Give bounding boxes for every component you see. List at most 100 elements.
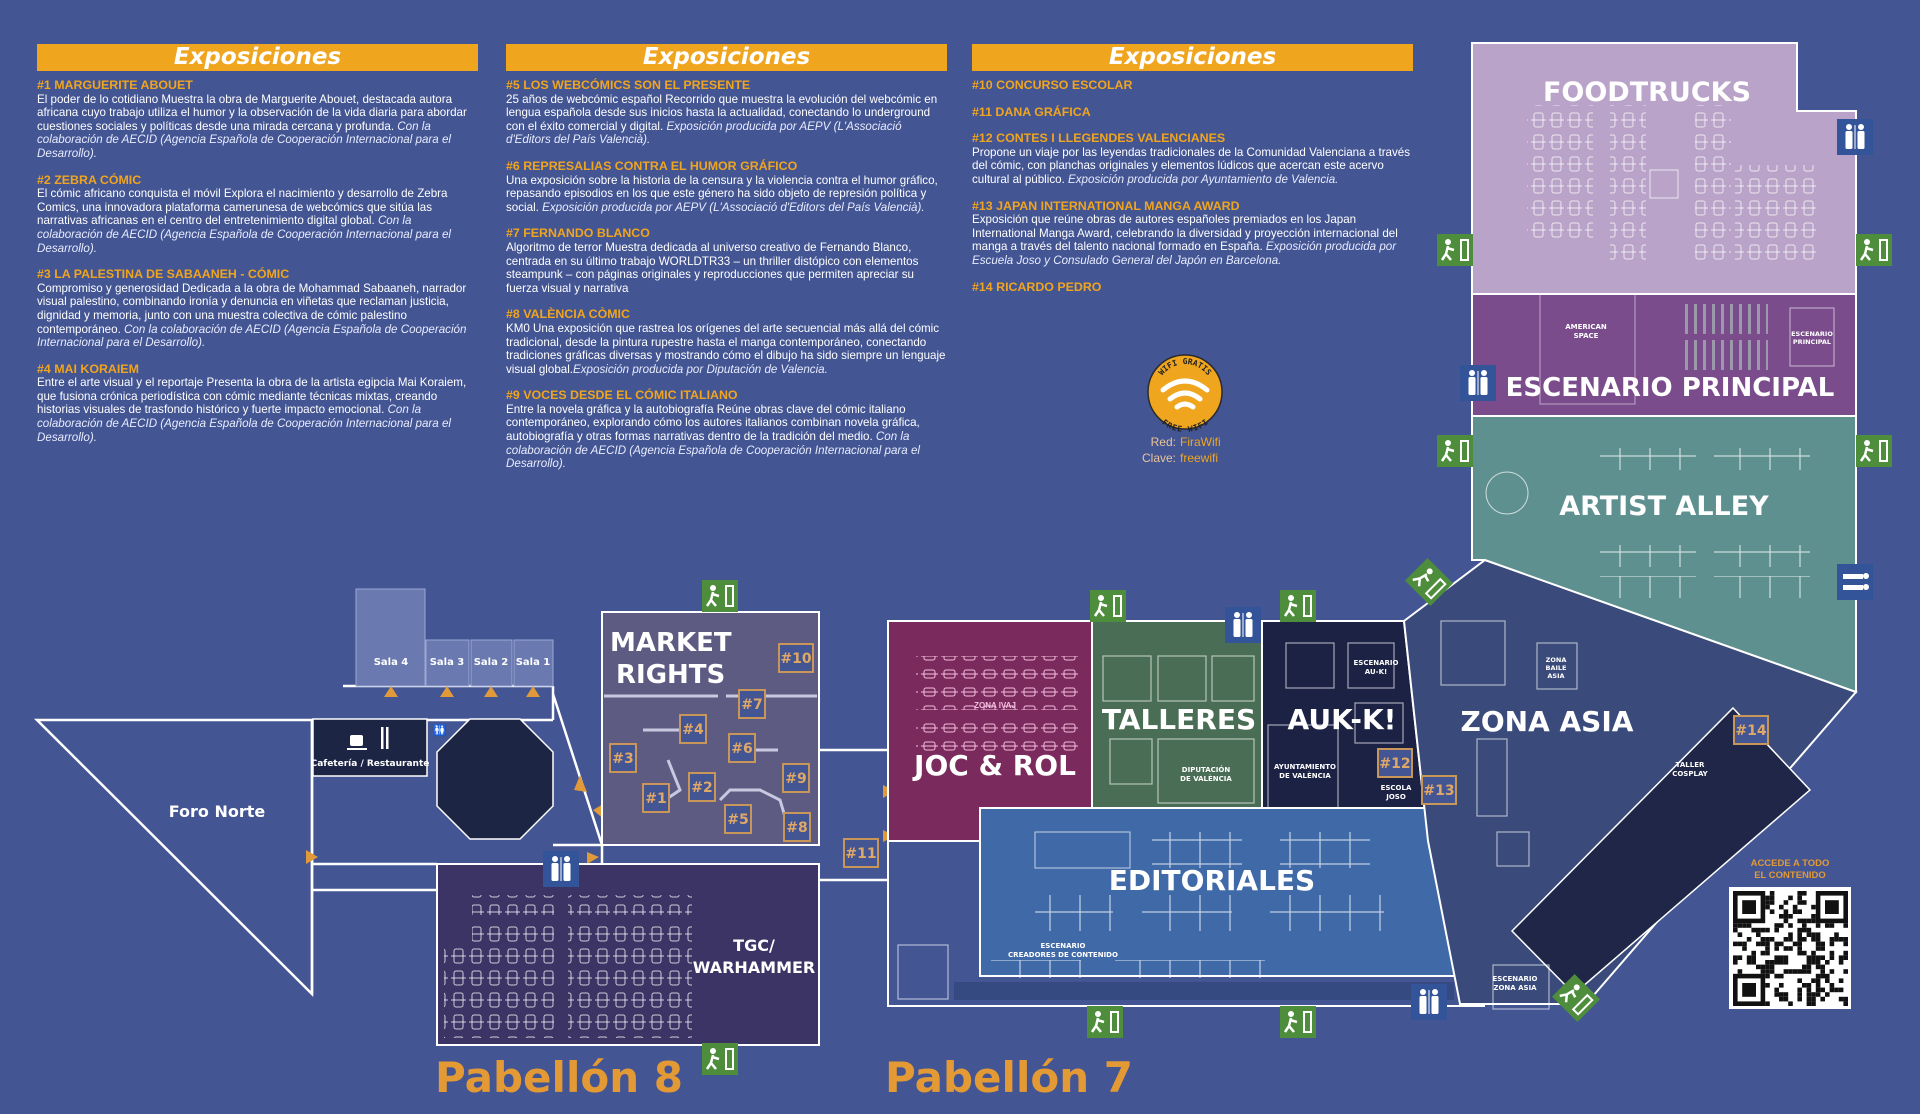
talleres-label: TALLERES	[1102, 703, 1256, 736]
exhibition-marker[interactable]: #8	[783, 812, 811, 842]
emergency-exit-icon	[1280, 590, 1316, 622]
exhibition-marker[interactable]: #10	[778, 643, 814, 673]
wifi-network-label: Red:	[1151, 435, 1176, 449]
emergency-exit-icon	[702, 1043, 738, 1075]
exhibition-description: Una exposición sobre la historia de la c…	[506, 173, 938, 214]
exhibition-marker[interactable]: #3	[609, 743, 637, 773]
exhibition-markers: #1 #2 #3 #4 #5 #6 #7 #8 #9 #10 #11 #12 #13 #14	[609, 643, 1769, 868]
ayuntamiento-label: AYUNTAMIENTO	[1274, 763, 1336, 771]
exhibition-title: #6 REPRESALIAS CONTRA EL HUMOR GRÁFICO	[506, 158, 798, 173]
exhibition-title: #8 VALÈNCIA CÒMIC	[506, 307, 630, 322]
column-heading: Exposiciones	[972, 44, 1413, 71]
tgc-label: TGC/	[733, 936, 775, 955]
restroom-icon	[1460, 365, 1496, 401]
exhibition-credit: Exposición producida por AEPV (L'Associa…	[542, 200, 925, 214]
emergency-exit-icon	[1437, 435, 1473, 467]
escenario-principal-small-label: ESCENARIO	[1791, 330, 1833, 338]
escenario-principal-area[interactable]	[1471, 293, 1857, 417]
restroom-icon	[1411, 984, 1447, 1020]
escenario-creadores-label: ESCENARIO	[1041, 942, 1086, 950]
exhibition-marker[interactable]: #4	[679, 714, 707, 744]
marker-label: #11	[845, 846, 876, 862]
marker-label: #4	[682, 722, 704, 738]
exhibition-description: El cómic africano conquista el móvil Exp…	[37, 187, 448, 228]
talleres-area[interactable]	[1091, 620, 1263, 842]
exhibition-description: El poder de lo cotidiano Muestra la obra…	[37, 92, 467, 133]
exhibition-marker[interactable]: #13	[1421, 775, 1457, 805]
sala-1[interactable]	[513, 639, 554, 687]
sala-3[interactable]	[425, 639, 470, 687]
wifi-password: freewifi	[1180, 451, 1218, 465]
market-rights-label: MARKET	[610, 628, 732, 658]
pavilion-7: ZONA IVAJ JOC & ROL TALLERES DIPUTACIÓN …	[819, 620, 1485, 1102]
exhibition-title: #3 LA PALESTINA DE SABAANEH - CÓMIC	[37, 267, 290, 282]
diputacion-label: DIPUTACIÓN	[1182, 765, 1231, 774]
exhibition-marker[interactable]: #9	[782, 763, 810, 793]
exhibition-description: 25 años de webcómic español Recorrido qu…	[506, 92, 938, 133]
exhibition-description: Algoritmo de terror Muestra dedicada al …	[506, 240, 919, 295]
exhibition-marker[interactable]: #14	[1733, 715, 1769, 745]
wifi-icon	[1160, 378, 1210, 410]
exhibition-title: #13 JAPAN INTERNATIONAL MANGA AWARD	[972, 198, 1240, 213]
pavilion-8-label: Pabellón 8	[435, 1053, 683, 1102]
foro-norte-area[interactable]	[33, 718, 314, 998]
taller-cosplay-label: TALLER	[1676, 761, 1705, 769]
exhibition-marker[interactable]: #1	[642, 783, 670, 813]
marker-label: #7	[741, 697, 762, 713]
sala-label: Sala 4	[374, 657, 409, 668]
exhibition-title: #10 CONCURSO ESCOLAR	[972, 78, 1133, 92]
emergency-exit-icon	[1856, 234, 1892, 266]
cafeteria[interactable]	[312, 718, 428, 777]
american-space-label: AMERICAN	[1565, 323, 1607, 331]
exhibition-item: #11 DANA GRÁFICA	[972, 105, 1413, 120]
american-space[interactable]	[1539, 278, 1636, 405]
escola-joso-label: ESCOLA	[1381, 784, 1412, 792]
service-icons	[543, 119, 1892, 1075]
escenario-principal-small-label: PRINCIPAL	[1793, 338, 1831, 346]
exhibition-title: #4 MAI KORAIEM	[37, 361, 139, 376]
exhibition-description: KM0 Una exposición que rastrea los oríge…	[506, 321, 946, 376]
emergency-exit-icon	[1087, 1006, 1123, 1038]
exhibition-marker[interactable]: #7	[738, 689, 766, 719]
exhibition-marker[interactable]: #2	[688, 772, 716, 802]
escenario-creadores-label: CREADORES DE CONTENIDO	[1008, 951, 1118, 959]
artist-alley-label: ARTIST ALLEY	[1559, 491, 1769, 522]
sala-4[interactable]	[355, 588, 426, 687]
sala-2[interactable]	[470, 639, 513, 687]
wifi-badge: WIFI GRATIS FREE WIFI Red: FiraWifi Clav…	[1142, 354, 1223, 465]
emergency-exit-icon	[1551, 973, 1601, 1023]
exhibition-title: #7 FERNANDO BLANCO	[506, 226, 650, 241]
wifi-network: FiraWifi	[1180, 435, 1221, 449]
zona-ivaj-label: ZONA IVAJ	[974, 701, 1016, 710]
sala-label: Sala 3	[430, 657, 465, 668]
marker-label: #10	[780, 651, 811, 667]
marker-label: #8	[786, 820, 807, 836]
exhibition-credit: Exposición producida por AEPV (L'Associa…	[506, 119, 902, 147]
editoriales-label: EDITORIALES	[1109, 864, 1315, 897]
restroom-icon	[1837, 119, 1873, 155]
marker-label: #14	[1735, 723, 1766, 739]
ayuntamiento-label: DE VALÈNCIA	[1279, 771, 1331, 780]
exhibition-marker[interactable]: #12	[1377, 748, 1413, 778]
exhibition-credit: Con la colaboración de AECID (Agencia Es…	[37, 214, 451, 255]
exhibition-title: #9 VOCES DESDE EL CÓMIC ITALIANO	[506, 388, 738, 403]
octagon-hall[interactable]	[436, 718, 554, 840]
tgc-label: WARHAMMER	[693, 958, 816, 977]
sala-label: Sala 2	[474, 657, 509, 668]
exhibition-marker[interactable]: #5	[724, 804, 752, 834]
diputacion-label: DE VALÈNCIA	[1180, 774, 1232, 783]
exhibition-marker[interactable]: #11	[843, 838, 879, 868]
exhibition-title: #14 RICARDO PEDRO	[972, 279, 1102, 294]
exhibition-marker[interactable]: #6	[728, 733, 756, 763]
american-space-label: SPACE	[1574, 332, 1599, 340]
emergency-exit-icon	[1280, 1006, 1316, 1038]
exhibition-title: #2 ZEBRA CÓMIC	[37, 172, 142, 187]
escenario-aukk-label: AU-K!	[1365, 668, 1387, 676]
